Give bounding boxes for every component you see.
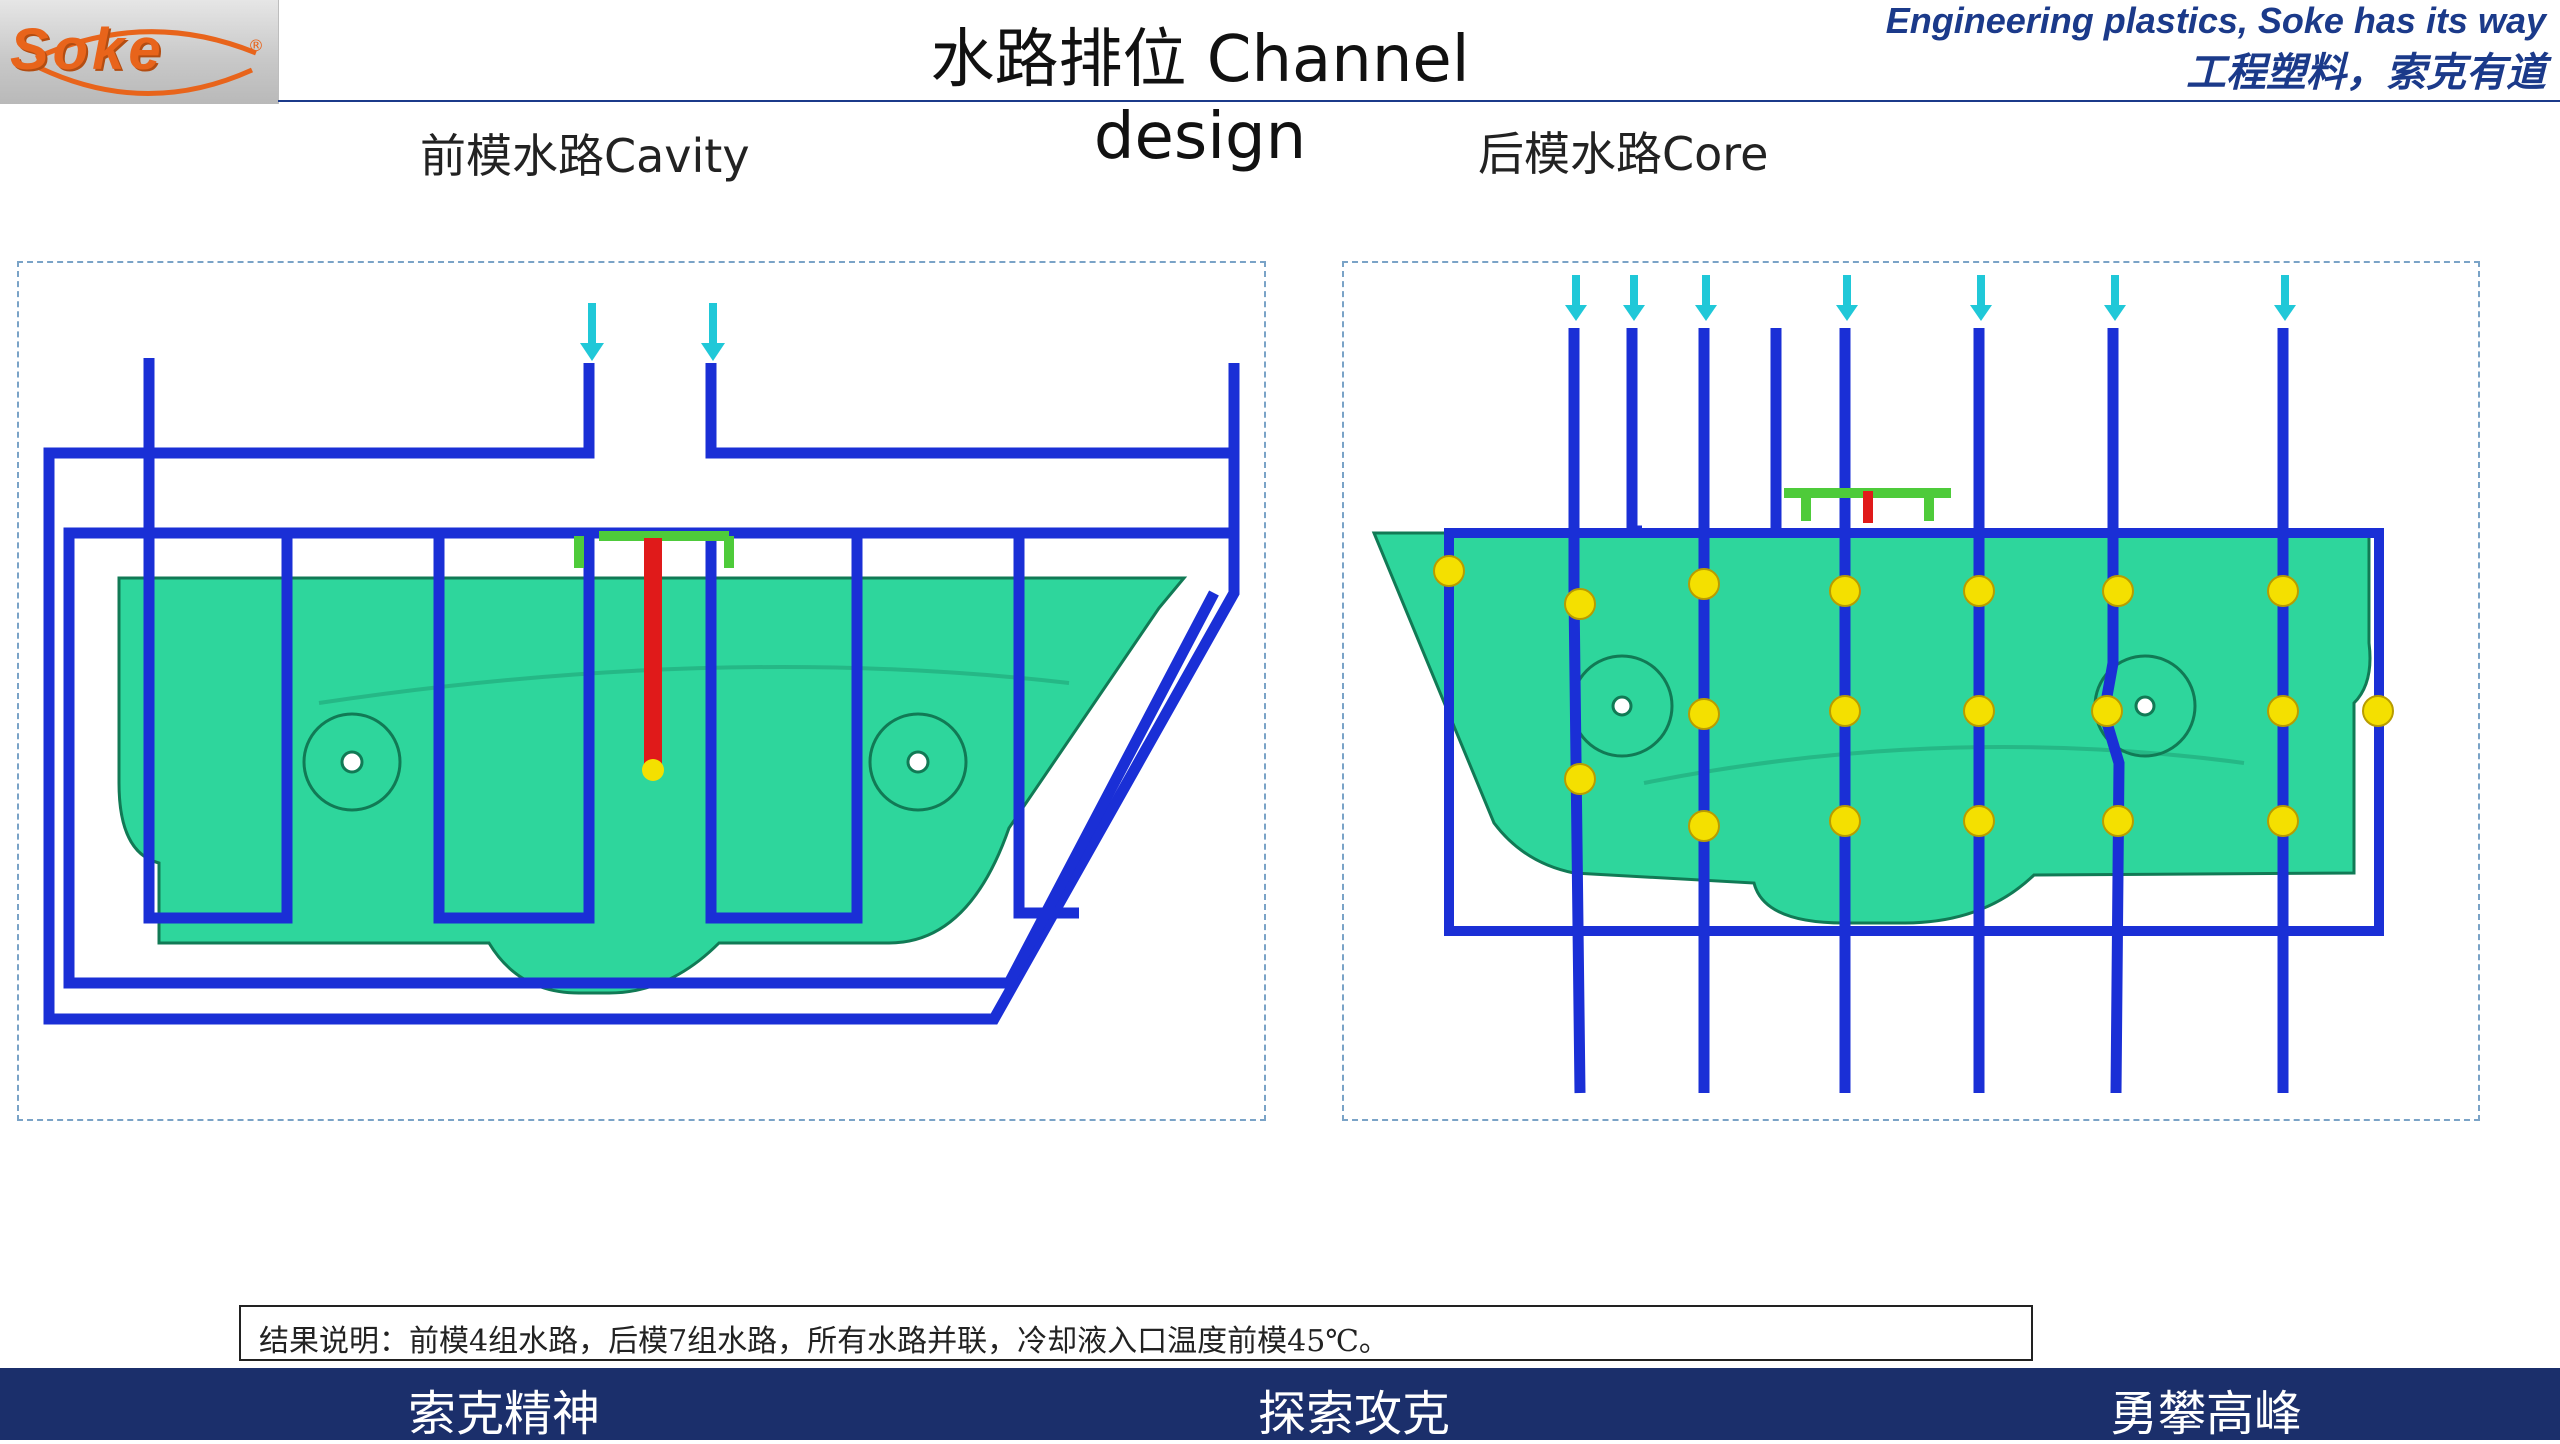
cavity-section-label: 前模水路Cavity [420,129,750,183]
cavity-channel-loops [43,358,1240,1025]
cavity-channel-drawing [43,303,1240,1025]
footer-motto-2: 探索攻克 [1258,1386,1451,1442]
cavity-inlet-arrows [580,303,725,361]
logo-text: Soke [10,17,165,82]
core-inlet-arrows [1565,275,2296,321]
core-part-shape [1371,531,2372,925]
slogan-english: Engineering plastics, Soke has its way [1885,0,2546,41]
logo-registered-mark: ® [248,36,264,55]
slogan-chinese: 工程塑料，索克有道 [2186,50,2546,96]
cavity-cooling-diagram [17,261,1266,1121]
core-channel-frame [1444,528,2384,936]
footer-motto-1: 索克精神 [408,1386,601,1442]
logo-swoosh-icon [34,29,257,96]
footer-motto-3: 勇攀高峰 [2110,1386,2303,1442]
cavity-baffle [642,538,664,781]
core-cooling-diagram [1342,261,2480,1121]
result-note-box: 结果说明：前模4组水路，后模7组水路，所有水路并联，冷却液入口温度前模45℃。 [239,1305,2033,1361]
cavity-gate [574,531,734,568]
footer-bar: 索克精神 探索攻克 勇攀高峰 [0,1368,2560,1442]
core-channel-drawing [1371,275,2394,1094]
page-title: 水路排位 Channel design [930,23,1470,174]
core-baffle-points [1433,555,2394,842]
header-divider [278,100,2560,102]
result-note-text: 结果说明：前模4组水路，后模7组水路，所有水路并联，冷却液入口温度前模45℃。 [259,1324,1389,1359]
core-section-label: 后模水路Core [1478,127,1769,181]
company-logo: Soke ® [0,0,279,104]
